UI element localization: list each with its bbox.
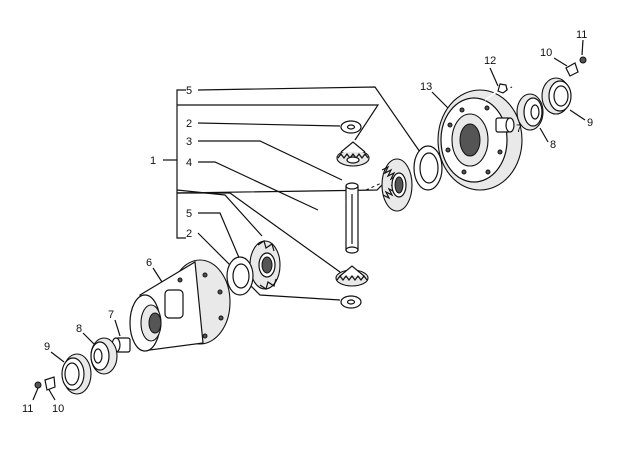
callout-8-left: 8 [76,323,82,335]
callout-10-right: 10 [540,47,552,59]
bearing-left [90,337,118,375]
lock-tab-right [565,56,587,77]
callout-9-right: 9 [587,117,593,129]
bearing-race-right [495,117,515,133]
lock-tab-left [34,376,56,391]
callout-7-right: 7 [516,123,522,135]
callout-11-left: 11 [22,403,33,415]
callout-2-lower: 2 [186,228,192,240]
side-gear-lower [249,240,281,290]
thrust-washer-upper [340,120,362,134]
callout-7-left: 7 [108,309,114,321]
differential-case [129,259,231,352]
lock-pin [289,198,346,234]
adjuster-left [61,353,92,395]
callout-11-right: 11 [576,29,587,41]
thrust-washer-side-lower [226,256,254,296]
bearing-right [516,93,544,131]
thrust-washer-lower [340,295,362,309]
side-gear-upper [381,158,413,212]
group-bracket-1 [163,89,186,239]
callout-13: 13 [420,81,432,93]
callout-6: 6 [146,257,152,269]
pinion-gear-upper [336,141,370,167]
callout-5-upper: 5 [186,85,192,97]
callout-2-upper: 2 [186,118,192,130]
callout-9-left: 9 [44,341,50,353]
callout-5-lower: 5 [186,208,192,220]
thrust-washer-side-upper [413,145,443,191]
adjuster-right [541,77,572,115]
cross-shaft [345,182,359,254]
pinion-gear-lower [335,265,369,287]
callout-10-left: 10 [52,403,64,415]
ring-gear-bolt [484,83,508,101]
callout-8-right: 8 [550,139,556,151]
callout-3: 3 [186,136,192,148]
callout-12: 12 [484,55,496,67]
leader-lines [32,39,586,401]
callout-labels: 1 5 2 3 4 5 2 6 7 8 9 10 11 12 13 7 8 9 … [22,29,593,415]
callout-1: 1 [150,155,156,167]
callout-4: 4 [186,157,192,169]
ring-gear [437,89,523,191]
